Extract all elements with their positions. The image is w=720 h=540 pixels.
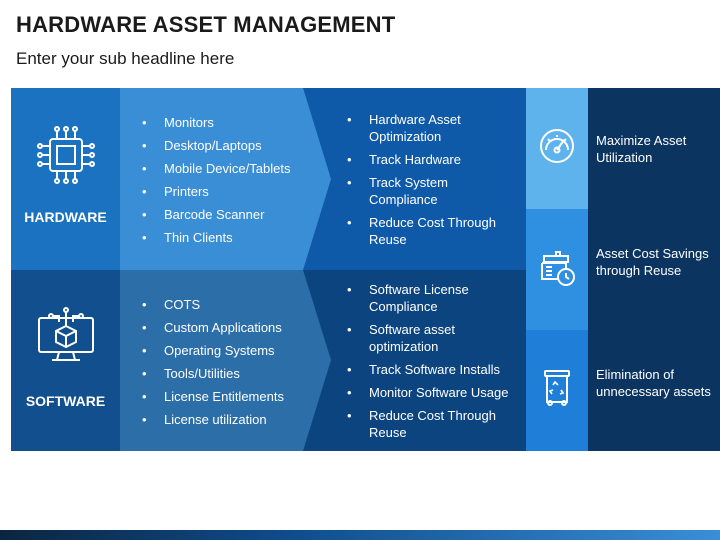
software-items-list: COTS Custom Applications Operating Syste…: [140, 296, 284, 428]
result-icon-box-3: [526, 330, 588, 451]
result-text: Maximize Asset Utilization: [596, 133, 687, 165]
hardware-label: HARDWARE: [24, 209, 107, 225]
list-item: Custom Applications: [140, 319, 284, 336]
list-item: Operating Systems: [140, 342, 284, 359]
monitor-cube-icon: [38, 307, 94, 361]
list-item: Track Software Installs: [345, 361, 515, 378]
calendar-clock-icon: [541, 251, 575, 286]
list-item: Barcode Scanner: [140, 206, 290, 223]
list-item: Printers: [140, 183, 290, 200]
software-label: SOFTWARE: [25, 393, 106, 409]
hardware-benefits-panel: Hardware Asset Optimization Track Hardwa…: [303, 88, 526, 270]
software-category: SOFTWARE: [11, 270, 120, 451]
result-text: Asset Cost Savings through Reuse: [596, 246, 709, 278]
result-icon-box-2: [526, 209, 588, 330]
hardware-items-panel: Monitors Desktop/Laptops Mobile Device/T…: [120, 88, 303, 270]
list-item: Software asset optimization: [345, 321, 515, 355]
recycle-bin-icon: [544, 370, 570, 406]
hardware-category: HARDWARE: [11, 88, 120, 270]
list-item: License Entitlements: [140, 388, 284, 405]
list-item: Software License Compliance: [345, 281, 515, 315]
hardware-items-list: Monitors Desktop/Laptops Mobile Device/T…: [140, 114, 290, 246]
list-item: Reduce Cost Through Reuse: [345, 407, 515, 441]
list-item: Monitors: [140, 114, 290, 131]
list-item: Track System Compliance: [345, 174, 515, 208]
footer-bar: [0, 530, 720, 540]
list-item: COTS: [140, 296, 284, 313]
results-panel: Maximize Asset Utilization Asset Cost Sa…: [588, 88, 720, 451]
result-text: Elimination of unnecessary assets: [596, 367, 711, 399]
list-item: Tools/Utilities: [140, 365, 284, 382]
list-item: Reduce Cost Through Reuse: [345, 214, 515, 248]
cpu-chip-icon: [37, 126, 95, 184]
list-item: Hardware Asset Optimization: [345, 111, 515, 145]
list-item: Desktop/Laptops: [140, 137, 290, 154]
hardware-benefits-list: Hardware Asset Optimization Track Hardwa…: [345, 111, 515, 248]
software-benefits-panel: Software License Compliance Software ass…: [303, 270, 526, 451]
software-benefits-list: Software License Compliance Software ass…: [345, 281, 515, 441]
list-item: Track Hardware: [345, 151, 515, 168]
page-title: HARDWARE ASSET MANAGEMENT: [16, 12, 396, 37]
speedometer-icon: [540, 129, 574, 163]
result-icon-box-1: [526, 88, 588, 209]
list-item: Thin Clients: [140, 229, 290, 246]
list-item: License utilization: [140, 411, 284, 428]
list-item: Monitor Software Usage: [345, 384, 515, 401]
list-item: Mobile Device/Tablets: [140, 160, 290, 177]
software-items-panel: COTS Custom Applications Operating Syste…: [120, 270, 303, 451]
page-subtitle: Enter your sub headline here: [16, 49, 235, 68]
